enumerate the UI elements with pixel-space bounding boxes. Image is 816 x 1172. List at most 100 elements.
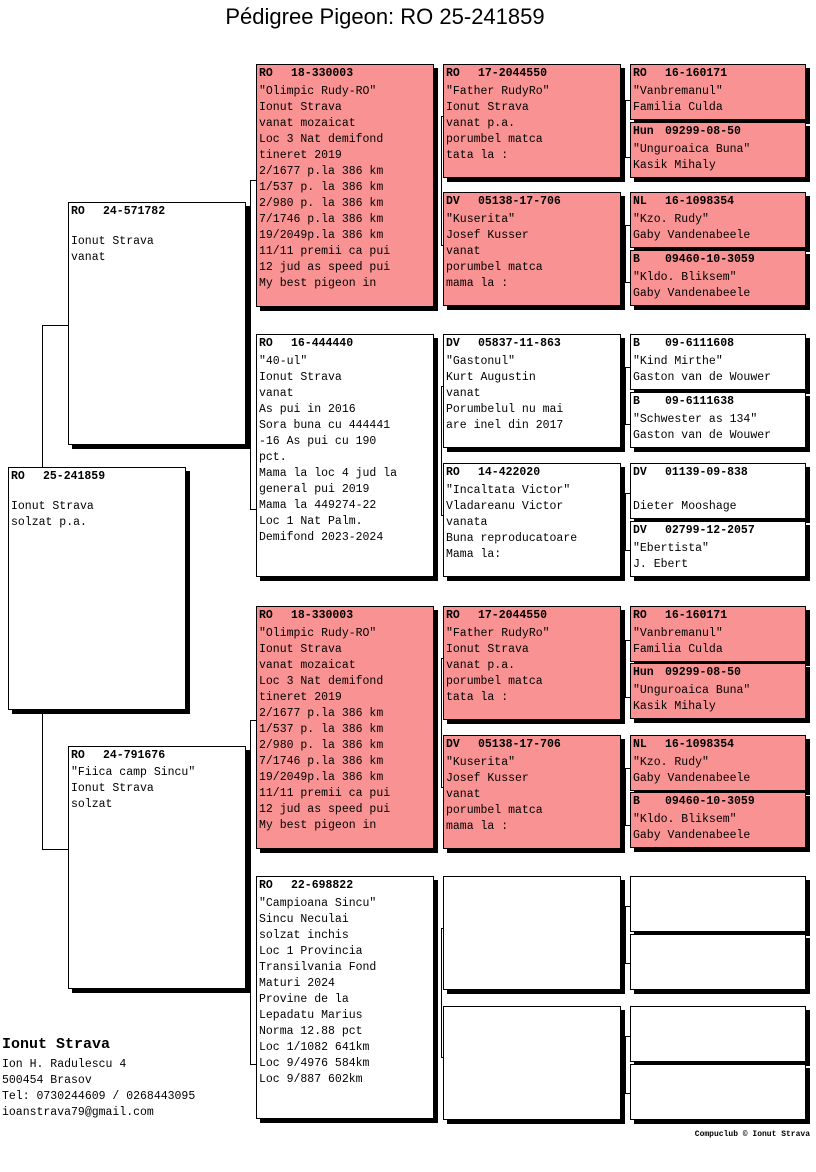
detail-line: tata la :	[446, 149, 509, 162]
pedigree-connector	[250, 180, 260, 510]
pedigree-connector	[42, 712, 72, 850]
detail-line: solzat	[71, 798, 113, 811]
detail-line: "Gastonul"	[446, 355, 516, 368]
detail-line: vanat mozaicat	[259, 117, 356, 130]
detail-line: porumbel matca	[446, 804, 543, 817]
detail-line: "Campioana Sincu"	[259, 897, 377, 910]
pigeon-box-grandparent[interactable]: RO 18-330003 "Olimpic Rudy-RO"Ionut Strava…	[256, 606, 434, 849]
pigeon-box-great-grandparent[interactable]	[443, 876, 621, 990]
detail-line: vanat p.a.	[446, 659, 516, 672]
detail-line: pct.	[259, 451, 287, 464]
pigeon-details: "Kzo. Rudy"Gaby Vandenabeele	[633, 755, 803, 787]
country-code: RO	[446, 67, 460, 80]
detail-line: porumbel matca	[446, 261, 543, 274]
pigeon-details: "Kzo. Rudy"Gaby Vandenabeele	[633, 212, 803, 244]
detail-line: "Kzo. Rudy"	[633, 213, 709, 226]
pigeon-box-great-great-grandparent[interactable]	[630, 934, 806, 990]
pigeon-box-great-grandparent[interactable]	[443, 1006, 621, 1120]
pigeon-box-great-great-grandparent[interactable]	[630, 1006, 806, 1062]
country-code: RO	[259, 609, 273, 622]
detail-line: 2/980 p. la 386 km	[259, 197, 384, 210]
detail-line: vanat	[259, 387, 294, 400]
country-code: Hun	[633, 666, 654, 679]
country-code: DV	[446, 195, 460, 208]
ring-number	[446, 1008, 618, 1024]
detail-line: Mama la:	[446, 548, 502, 561]
detail-line: Familia Culda	[633, 643, 723, 656]
country-code: B	[633, 795, 640, 808]
detail-line: 1/537 p. la 386 km	[259, 181, 384, 194]
pigeon-details: "Schwester as 134"Gaston van de Wouwer	[633, 412, 803, 444]
ring-id: 17-2044550	[478, 609, 548, 622]
detail-line: Ionut Strava	[11, 500, 94, 513]
ring-id: 09299-08-50	[665, 125, 741, 138]
owner-block: Ionut Strava Ion H. Radulescu 4 500454 B…	[2, 1036, 195, 1122]
detail-line: Gaby Vandenabeele	[633, 287, 751, 300]
country-code: RO	[71, 205, 85, 218]
ring-id: 05138-17-706	[478, 195, 561, 208]
detail-line: Transilvania Fond	[259, 961, 377, 974]
detail-line: Vladareanu Victor	[446, 500, 564, 513]
ring-id: 09-6111608	[665, 337, 735, 350]
detail-line: "Olimpic Rudy-RO"	[259, 85, 377, 98]
ring-id: 18-330003	[291, 609, 354, 622]
pigeon-box-great-great-grandparent[interactable]	[630, 1064, 806, 1120]
pigeon-box-great-great-grandparent[interactable]	[630, 876, 806, 932]
detail-line: "Father RudyRo"	[446, 85, 550, 98]
detail-line: "Kind Mirthe"	[633, 355, 723, 368]
country-code: B	[633, 395, 640, 408]
detail-line: Mama la 449274-22	[259, 499, 377, 512]
detail-line: Kasik Mihaly	[633, 159, 716, 172]
detail-line: Familia Culda	[633, 101, 723, 114]
detail-line: 11/11 premii ca pui	[259, 787, 391, 800]
pigeon-details: "Kldo. Bliksem"Gaby Vandenabeele	[633, 270, 803, 302]
detail-line: Loc 9/4976 584km	[259, 1057, 370, 1070]
country-code: Hun	[633, 125, 654, 138]
ring-id: 24-571782	[103, 205, 166, 218]
detail-line: Ionut Strava	[446, 643, 529, 656]
detail-line: vanat	[71, 251, 106, 264]
detail-line: vanata	[446, 516, 488, 529]
detail-line: 19/2049p.la 386 km	[259, 229, 384, 242]
detail-line: Mama la loc 4 jud la	[259, 467, 398, 480]
ring-number	[633, 1008, 803, 1024]
detail-line: Gaby Vandenabeele	[633, 772, 751, 785]
owner-email-line: ioanstrava79@gmail.com	[2, 1106, 154, 1119]
